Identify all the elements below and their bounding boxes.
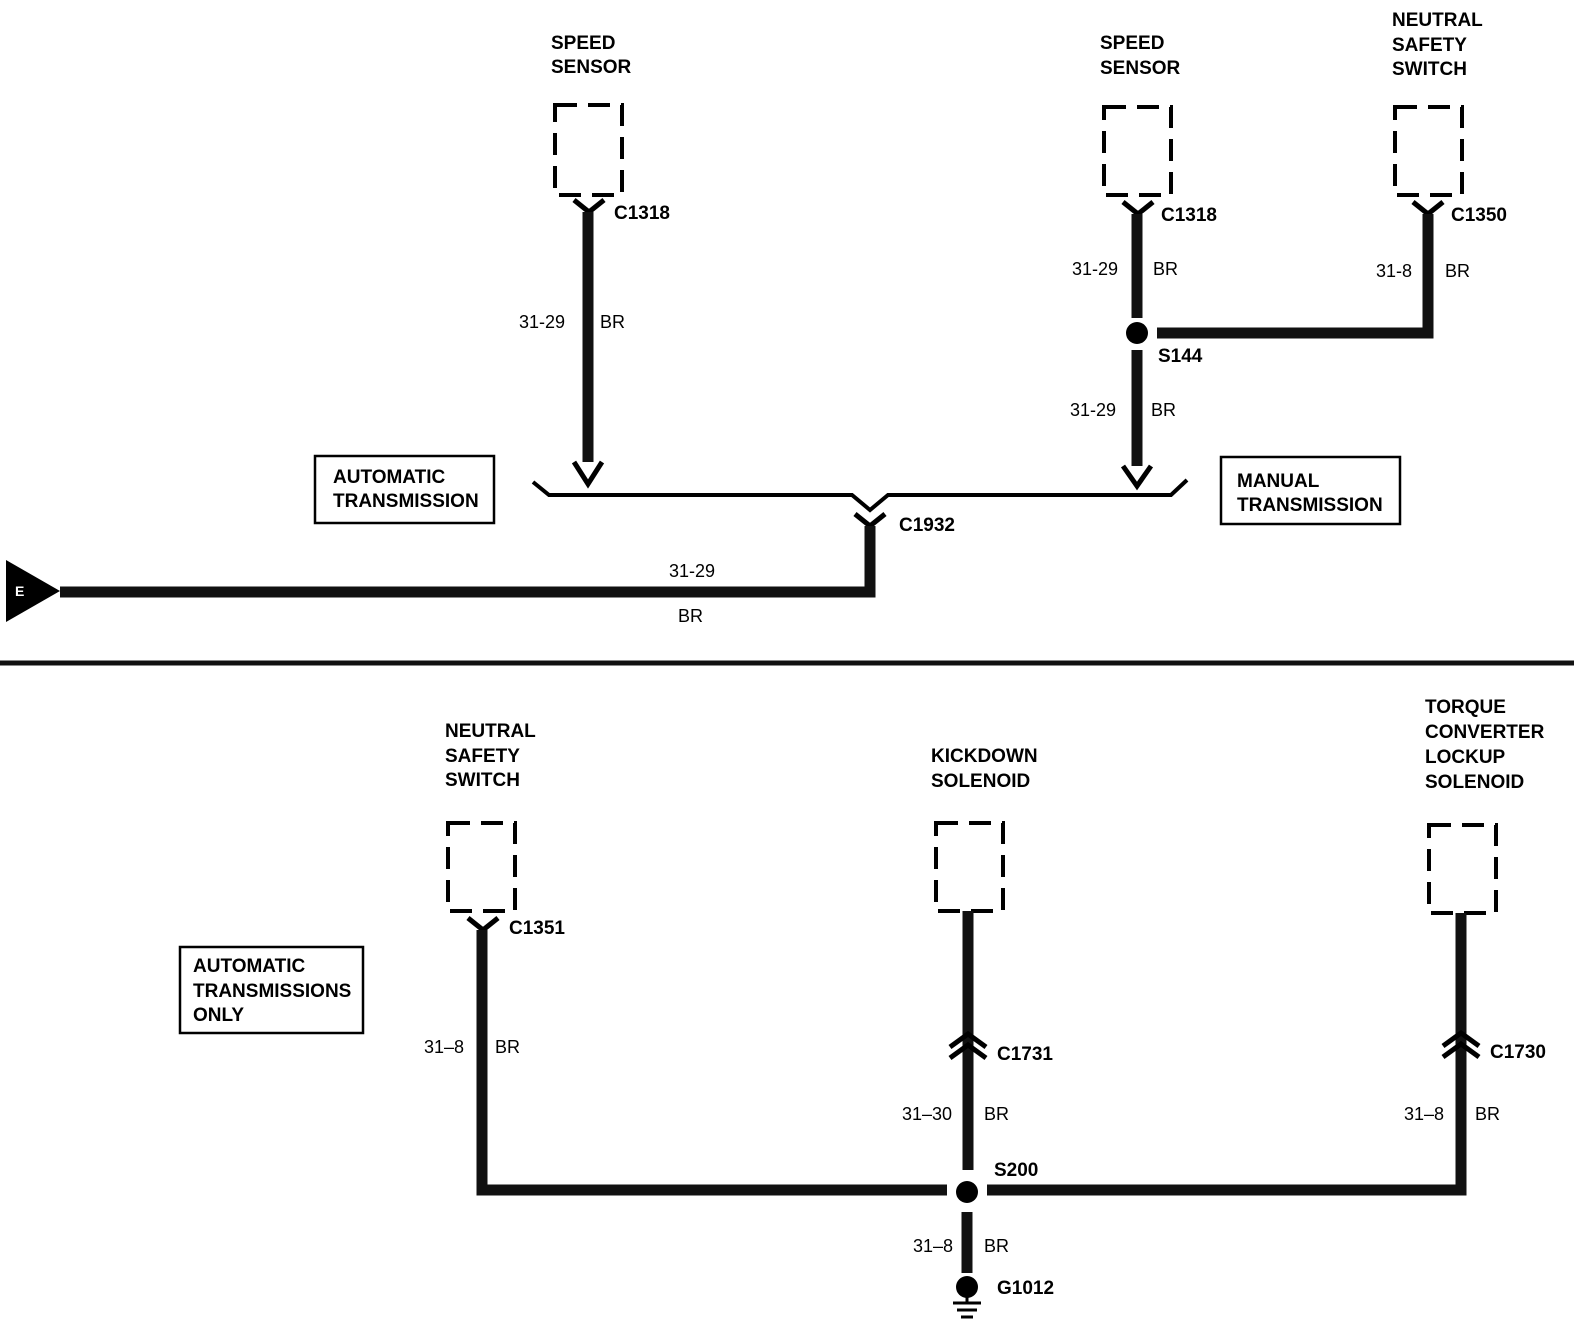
splice-s200 xyxy=(956,1181,978,1203)
speed-sensor-auto-label-2: SENSOR xyxy=(551,57,632,78)
wire-ground-circuit-label: 31–8 xyxy=(913,1236,953,1256)
wire-kickdown-color-label: BR xyxy=(984,1104,1009,1124)
connector-c1318-auto-symbol xyxy=(572,198,606,216)
connector-c1932-symbol xyxy=(853,512,887,530)
connector-c1730-symbol xyxy=(1441,1029,1481,1060)
wire-nss-top xyxy=(1157,214,1434,339)
kickdown-solenoid: KICKDOWN SOLENOID xyxy=(931,746,1038,913)
speed-sensor-auto-box xyxy=(553,103,624,197)
connector-c1351-symbol xyxy=(466,916,500,934)
tc-label-4: SOLENOID xyxy=(1425,772,1524,793)
wire-auto-color-label: BR xyxy=(600,312,625,332)
kickdown-label-2: SOLENOID xyxy=(931,771,1030,792)
wire-manual-upper-color-label: BR xyxy=(1153,259,1178,279)
connector-c1318-auto-label: C1318 xyxy=(614,203,670,224)
automatic-transmission-box: AUTOMATIC TRANSMISSION xyxy=(313,454,496,525)
connector-c1731-label: C1731 xyxy=(997,1044,1053,1065)
connector-c1350-symbol xyxy=(1411,200,1445,218)
nss-bottom-box xyxy=(446,821,517,913)
tc-label-1: TORQUE xyxy=(1425,697,1506,718)
wire-main-color-label: BR xyxy=(678,606,703,626)
speed-sensor-auto: SPEED SENSOR xyxy=(551,33,632,197)
manual-transmission-label-1: MANUAL xyxy=(1237,471,1320,492)
neutral-safety-switch-top: NEUTRAL SAFETY SWITCH xyxy=(1392,10,1483,197)
transmission-bracket xyxy=(531,478,1189,513)
wire-nss-bottom-color-label: BR xyxy=(495,1037,520,1057)
auto-only-label-3: ONLY xyxy=(193,1005,244,1026)
wire-nss-top-color-label: BR xyxy=(1445,261,1470,281)
nss-top-box xyxy=(1393,105,1464,197)
ground-g1012-icon xyxy=(956,1276,978,1298)
nss-top-label-2: SAFETY xyxy=(1392,35,1467,56)
speed-sensor-manual: SPEED SENSOR xyxy=(1100,33,1181,197)
nss-bottom-label-1: NEUTRAL xyxy=(445,721,536,742)
speed-sensor-manual-label-2: SENSOR xyxy=(1100,58,1181,79)
nss-top-label-3: SWITCH xyxy=(1392,59,1467,80)
connector-c1932-label: C1932 xyxy=(899,515,955,536)
automatic-transmission-label-1: AUTOMATIC xyxy=(333,467,446,488)
connector-c1318-manual-label: C1318 xyxy=(1161,205,1217,226)
wire-ground-color-label: BR xyxy=(984,1236,1009,1256)
auto-only-label-2: TRANSMISSIONS xyxy=(193,981,351,1002)
nss-top-label-1: NEUTRAL xyxy=(1392,10,1483,31)
wire-nss-top-circuit-label: 31-8 xyxy=(1376,261,1412,281)
connector-c1731-symbol xyxy=(948,1030,988,1061)
ground-g1012-label: G1012 xyxy=(997,1278,1054,1299)
wire-manual-lower-circuit-label: 31-29 xyxy=(1070,400,1116,420)
nss-bottom-label-3: SWITCH xyxy=(445,770,520,791)
tc-box xyxy=(1427,823,1498,915)
speed-sensor-auto-label-1: SPEED xyxy=(551,33,615,54)
tc-label-3: LOCKUP xyxy=(1425,747,1506,768)
connector-c1350-label: C1350 xyxy=(1451,205,1507,226)
splice-s144-label: S144 xyxy=(1158,346,1203,367)
kickdown-box xyxy=(934,821,1005,913)
splice-s144 xyxy=(1126,322,1148,344)
page-ref-e-label: E xyxy=(15,583,24,599)
wire-nss-bottom-circuit-label: 31–8 xyxy=(424,1037,464,1057)
torque-converter-lockup-solenoid: TORQUE CONVERTER LOCKUP SOLENOID xyxy=(1425,697,1545,915)
auto-only-label-1: AUTOMATIC xyxy=(193,956,306,977)
wire-manual-upper-circuit-label: 31-29 xyxy=(1072,259,1118,279)
automatic-transmission-label-2: TRANSMISSION xyxy=(333,491,479,512)
automatic-transmissions-only-box: AUTOMATIC TRANSMISSIONS ONLY xyxy=(178,945,365,1035)
connector-c1318-manual-symbol xyxy=(1121,200,1155,218)
wire-manual-lower-color-label: BR xyxy=(1151,400,1176,420)
wire-kickdown-circuit-label: 31–30 xyxy=(902,1104,952,1124)
wire-tc-color-label: BR xyxy=(1475,1104,1500,1124)
ground-symbol-icon xyxy=(953,1301,981,1319)
wire-main-circuit-label: 31-29 xyxy=(669,561,715,581)
wire-auto-circuit-label: 31-29 xyxy=(519,312,565,332)
neutral-safety-switch-bottom: NEUTRAL SAFETY SWITCH xyxy=(445,721,536,913)
connector-c1351-label: C1351 xyxy=(509,918,565,939)
manual-transmission-box: MANUAL TRANSMISSION xyxy=(1219,455,1402,526)
nss-bottom-label-2: SAFETY xyxy=(445,746,520,767)
wire-main-to-e xyxy=(60,526,876,598)
connector-c1730-label: C1730 xyxy=(1490,1042,1546,1063)
wire-tc-circuit-label: 31–8 xyxy=(1404,1104,1444,1124)
arrow-auto-speed-sensor xyxy=(571,460,605,489)
arrow-manual-speed-sensor xyxy=(1120,464,1154,491)
speed-sensor-manual-box xyxy=(1102,105,1173,197)
speed-sensor-manual-label-1: SPEED xyxy=(1100,33,1164,54)
tc-label-2: CONVERTER xyxy=(1425,722,1545,743)
wire-nss-bottom xyxy=(476,930,947,1196)
page-ref-e-triangle-icon xyxy=(6,560,60,622)
splice-s200-label: S200 xyxy=(994,1160,1038,1181)
wire-torque-converter xyxy=(987,913,1467,1196)
manual-transmission-label-2: TRANSMISSION xyxy=(1237,495,1383,516)
kickdown-label-1: KICKDOWN xyxy=(931,746,1038,767)
